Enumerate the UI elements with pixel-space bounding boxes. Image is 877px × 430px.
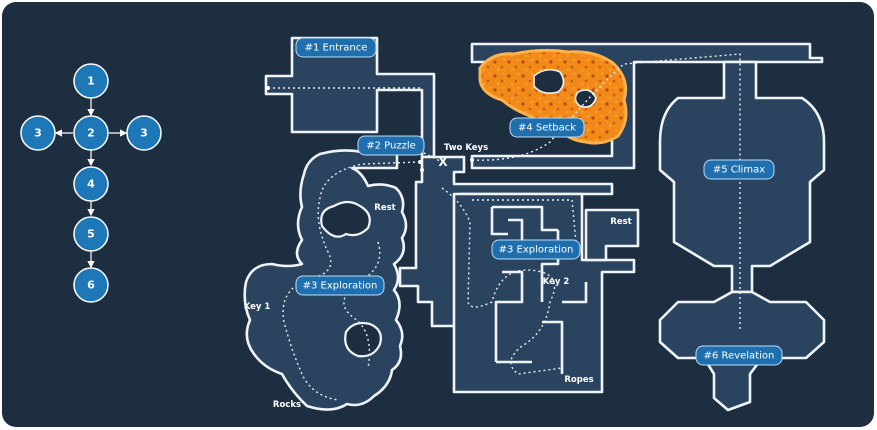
entrance-marker — [266, 86, 270, 90]
svg-text:#1 Entrance: #1 Entrance — [305, 43, 368, 54]
flow-node-2: 2 — [73, 115, 109, 151]
lava-hazard — [478, 48, 628, 145]
note-key1: Key 1 — [244, 302, 271, 312]
note-x-mark: X — [438, 155, 448, 169]
note-rest-left: Rest — [374, 203, 395, 213]
tag-puzzle: #2 Puzzle — [357, 135, 425, 156]
flow-node-3-left: 3 — [20, 115, 56, 151]
junction-marker-left — [418, 160, 422, 164]
rest-room-right — [584, 208, 640, 262]
left-cave-rock — [320, 200, 371, 238]
path-entrance — [268, 87, 443, 163]
flow-node-3-right: 3 — [126, 115, 162, 151]
svg-text:6: 6 — [87, 279, 95, 292]
tag-exploration-left: #3 Exploration — [295, 275, 385, 296]
path-middle-top — [472, 199, 577, 243]
note-rocks: Rocks — [273, 400, 301, 410]
tag-exploration-mid: #3 Exploration — [491, 239, 581, 260]
svg-text:#5 Climax: #5 Climax — [713, 165, 765, 176]
note-two-keys: Two Keys — [444, 143, 488, 153]
flow-node-5: 5 — [73, 216, 109, 252]
svg-text:#6 Revelation: #6 Revelation — [704, 351, 775, 362]
svg-text:3: 3 — [34, 127, 42, 140]
note-rest-right: Rest — [610, 217, 631, 227]
tag-climax: #5 Climax — [703, 159, 775, 180]
flow-node-6: 6 — [73, 267, 109, 303]
note-key2: Key 2 — [543, 277, 570, 287]
svg-text:#4 Setback: #4 Setback — [518, 123, 576, 134]
svg-text:#2 Puzzle: #2 Puzzle — [366, 141, 416, 152]
maze-walls — [490, 205, 588, 374]
entrance-room — [264, 36, 436, 159]
svg-text:4: 4 — [87, 178, 95, 191]
svg-text:1: 1 — [87, 75, 95, 88]
left-cave-rock-2 — [344, 321, 382, 358]
svg-text:3: 3 — [140, 127, 148, 140]
path-left-cave — [282, 161, 421, 401]
note-ropes: Ropes — [564, 375, 593, 385]
path-to-setback — [471, 53, 741, 162]
tag-setback: #4 Setback — [509, 117, 585, 138]
flow-graph: 1 2 3 3 4 5 6 — [20, 63, 162, 303]
junction-marker-right — [470, 158, 474, 162]
svg-text:2: 2 — [87, 127, 95, 140]
tag-entrance: #1 Entrance — [295, 37, 377, 58]
lava-island-2 — [574, 89, 597, 108]
tag-revelation: #6 Revelation — [695, 345, 783, 366]
svg-text:5: 5 — [87, 228, 95, 241]
lava-island — [533, 68, 565, 94]
junction-marker-low — [420, 168, 424, 172]
svg-text:#3 Exploration: #3 Exploration — [499, 245, 574, 256]
flow-node-4: 4 — [73, 166, 109, 202]
svg-text:#3 Exploration: #3 Exploration — [303, 281, 378, 292]
flow-node-1: 1 — [73, 63, 109, 99]
